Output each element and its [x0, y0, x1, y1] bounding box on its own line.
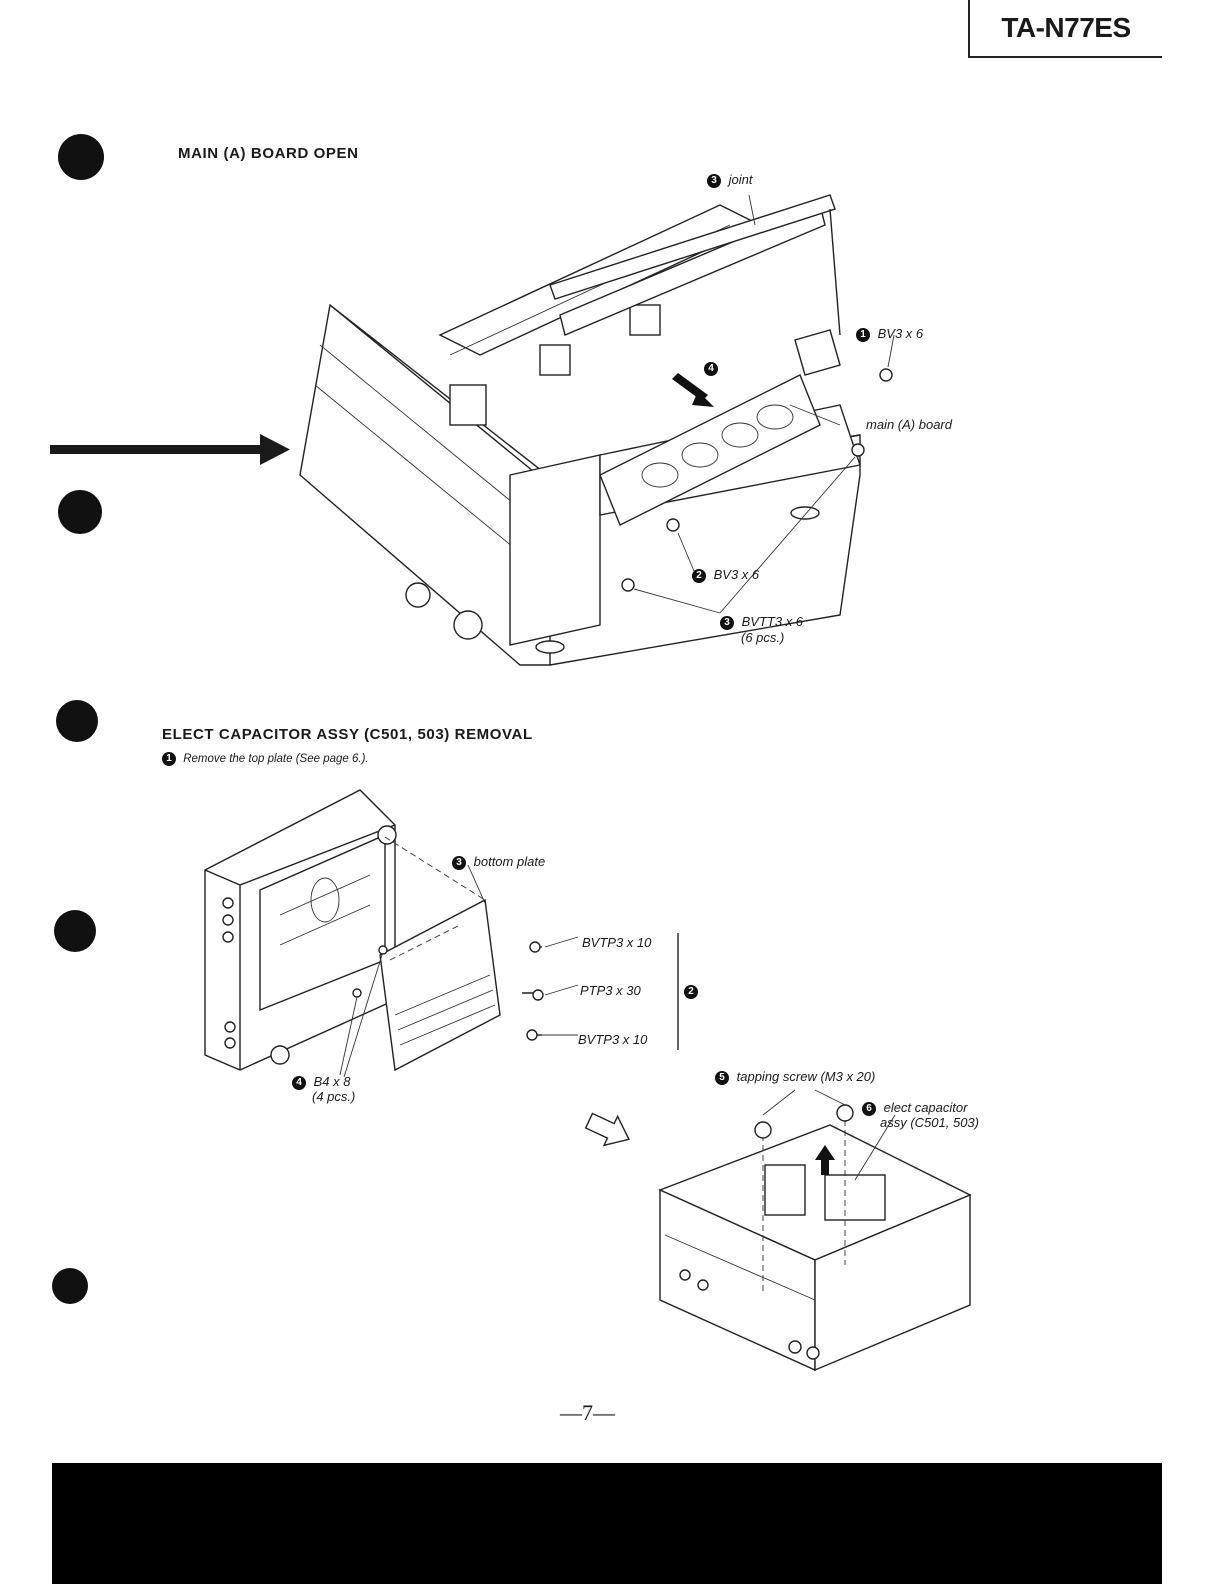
section-title-main-board-open: MAIN (A) BOARD OPEN: [178, 145, 359, 162]
step-number-badge: 1: [856, 327, 870, 342]
step-number-badge: 6: [862, 1101, 876, 1116]
label-joint-text: joint: [728, 172, 753, 187]
step-number-badge: 4: [292, 1075, 306, 1090]
step-number-badge: 2: [692, 568, 706, 583]
label-elect-capacitor-text: elect capacitor: [883, 1100, 968, 1115]
label-screw-bvtt3: 3 BVTT3 x 6: [720, 614, 803, 630]
label-screw-bvtt3-text: BVTT3 x 6: [741, 614, 804, 629]
punch-hole: [52, 1268, 88, 1304]
pointer-arrow-icon: [50, 434, 290, 465]
label-main-board: main (A) board: [866, 417, 952, 432]
label-bottom-plate-text: bottom plate: [473, 854, 546, 869]
label-elect-capacitor-sub: assy (C501, 503): [880, 1115, 979, 1130]
punch-hole: [56, 700, 98, 742]
label-screw-bv3-1: 1 BV3 x 6: [856, 326, 923, 342]
step-2-badge: 2: [684, 985, 698, 999]
step-number-badge: 5: [715, 1070, 729, 1085]
label-joint: 3 joint: [707, 172, 752, 188]
step-4-badge: 4: [704, 362, 718, 376]
label-bottom-plate: 3 bottom plate: [452, 854, 545, 870]
punch-hole: [54, 910, 96, 952]
label-bvtp3-a: BVTP3 x 10: [582, 935, 652, 950]
step-number-badge: 3: [720, 615, 734, 630]
label-b4-sub: (4 pcs.): [312, 1089, 356, 1104]
capacitor-removal-diagram-right: [658, 1089, 972, 1372]
step-number-badge: 1: [162, 752, 176, 766]
next-step-arrow-icon: [584, 1112, 630, 1147]
main-board-diagram: [299, 194, 895, 666]
model-header: TA-N77ES: [968, 0, 1162, 58]
punch-hole: [58, 490, 102, 534]
page-number: —7—: [560, 1400, 615, 1425]
capacitor-removal-diagram-left: [204, 789, 679, 1078]
label-elect-capacitor: 6 elect capacitor: [862, 1100, 967, 1116]
note-remove-top-plate-text: Remove the top plate (See page 6.).: [183, 753, 369, 766]
label-screw-bvtt3-sub: (6 pcs.): [741, 630, 785, 645]
section-title-elect-capacitor: ELECT CAPACITOR ASSY (C501, 503) REMOVAL: [162, 726, 533, 743]
label-screw-bv3-2-text: BV3 x 6: [713, 567, 760, 582]
scan-border: [52, 1463, 1162, 1584]
label-b4-text: B4 x 8: [313, 1074, 351, 1089]
step-number-badge: 3: [452, 855, 466, 870]
model-number: TA-N77ES: [1001, 12, 1131, 43]
step-number-badge: 3: [707, 173, 721, 188]
punch-hole: [58, 134, 104, 180]
label-bvtp3-b: BVTP3 x 10: [578, 1032, 648, 1047]
label-ptp3: PTP3 x 30: [580, 983, 641, 998]
label-tapping-screw: 5 tapping screw (M3 x 20): [715, 1069, 875, 1085]
label-screw-bv3-2: 2 BV3 x 6: [692, 567, 759, 583]
note-remove-top-plate: 1 Remove the top plate (See page 6.).: [162, 752, 369, 766]
label-screw-bv3-1-text: BV3 x 6: [877, 326, 924, 341]
label-tapping-screw-text: tapping screw (M3 x 20): [736, 1069, 876, 1084]
label-b4: 4 B4 x 8: [292, 1074, 350, 1090]
